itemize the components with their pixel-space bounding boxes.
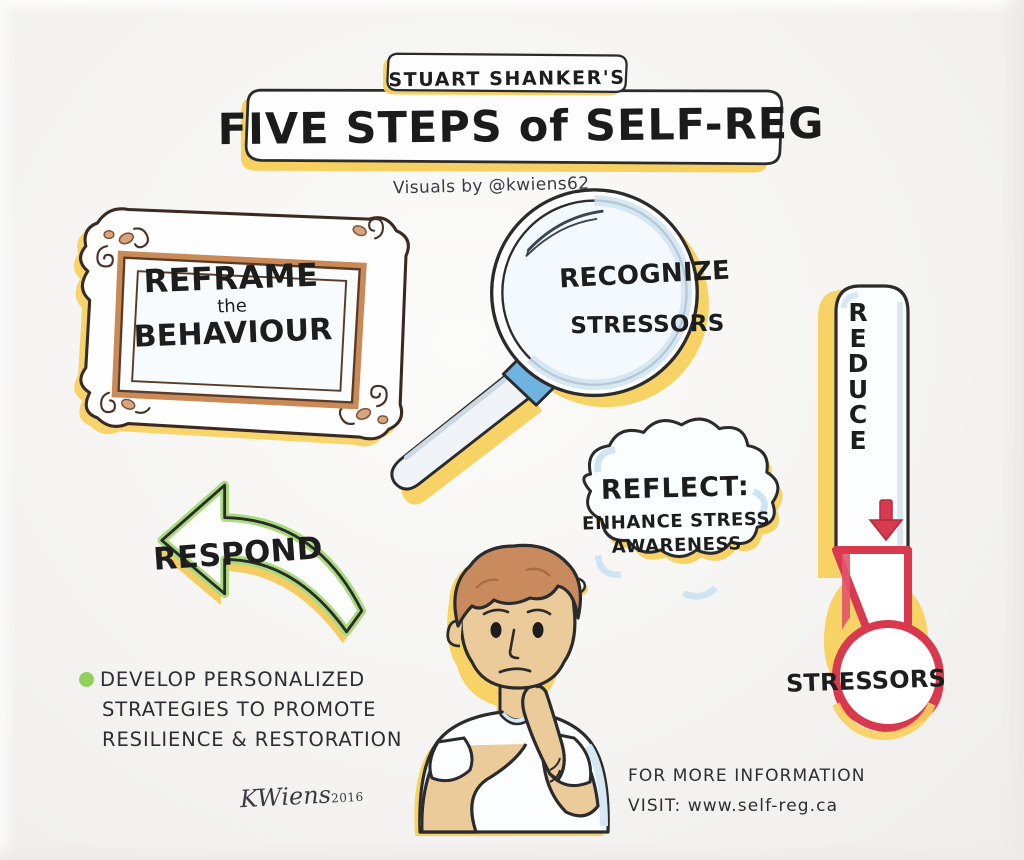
footer-info: FOR MORE INFORMATION VISIT: www.self-reg… [628,762,918,822]
reframe-line1: REFRAME [142,255,320,300]
picture-frame-icon [73,207,410,447]
reduce-bulb-label: STRESSORS [785,664,947,698]
bullet-line3: RESILIENCE & RESTORATION [102,728,403,752]
title-banner-graphic [240,52,784,173]
recognize-line2: STRESSORS [569,310,725,340]
signature-year: 2016 [330,789,365,806]
footer-line1: FOR MORE INFORMATION [628,766,866,786]
bullet-line1: DEVELOP PERSONALIZED [100,668,366,691]
reduce-step-label: R E D U C E [838,300,878,453]
magnifying-glass-icon [390,188,709,505]
paper-edge-left [0,0,16,860]
title-subtitle: STUART SHANKER'S [388,66,626,92]
reduce-letter-0: R [848,298,868,327]
recognize-step-text: RECOGNIZE STRESSORS [545,239,746,359]
paper-edge-top [0,0,1024,14]
curved-arrow-icon [157,480,367,644]
reduce-letter-5: E [849,425,867,455]
reduce-letter-2: D [847,349,869,378]
reduce-letter-3: U [847,374,869,404]
reframe-line3: BEHAVIOUR [133,311,334,355]
reflect-line1: REFLECT: [600,470,751,506]
page-title: FIVE STEPS of SELF-REG [217,98,825,156]
signature-name: KWiens [239,780,332,814]
paper-edge-bottom [0,842,1024,860]
footer-line2[interactable]: VISIT: www.self-reg.ca [628,795,839,816]
thinking-boy-illustration [414,543,610,836]
bullet-marker [79,672,94,687]
reduce-letter-1: E [849,323,867,353]
paper-edge-right [1000,0,1024,860]
recognize-line1: RECOGNIZE [558,255,731,295]
artist-signature: KWiens2016 [239,779,364,813]
bullet-text-block: DEVELOP PERSONALIZED STRATEGIES TO PROMO… [100,665,410,756]
reframe-step-text: REFRAME the BEHAVIOUR [116,234,349,377]
thermometer-icon [818,284,944,740]
bullet-line2: STRATEGIES TO PROMOTE [102,698,377,722]
reduce-letter-4: C [848,400,868,429]
reframe-line2: the [216,294,248,318]
